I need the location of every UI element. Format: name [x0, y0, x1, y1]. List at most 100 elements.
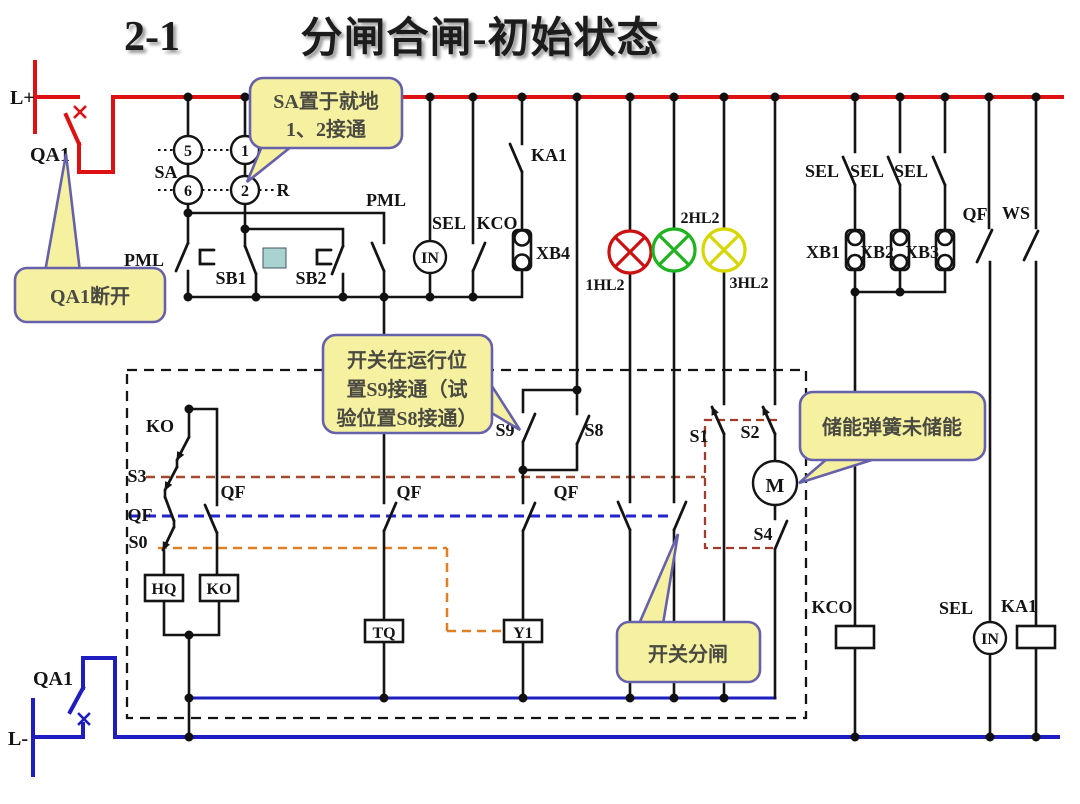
in-top-label: IN — [421, 250, 439, 267]
callout-box — [13, 266, 167, 324]
qa1-bottom-contact-x-icon — [77, 712, 91, 726]
charging-motor — [751, 459, 799, 507]
ka1-top-label: KA1 — [531, 145, 567, 165]
callout-text: SA置于就地 — [273, 89, 379, 113]
callout-open: 开关分闸 — [615, 533, 762, 684]
callout-tail — [43, 153, 82, 274]
sa-contact-5 — [172, 134, 204, 166]
sa-contact-2 — [229, 174, 261, 206]
callout-text: 验位置S8接通） — [336, 406, 477, 430]
ko-coil — [198, 573, 240, 603]
ko-contact-label: KO — [146, 416, 174, 436]
sel1-label: SEL — [805, 161, 839, 181]
qf-chain-contact — [163, 495, 176, 523]
ka1-coil-label: KA1 — [1001, 596, 1037, 616]
s0-label: S0 — [128, 532, 147, 552]
callout-text: 开关在运行位 — [347, 348, 467, 372]
s3-contact — [163, 465, 179, 492]
qf-right-label: QF — [963, 204, 988, 224]
sb1-label: SB1 — [215, 268, 246, 288]
qf-a-label: QF — [221, 482, 246, 502]
sb2-label: SB2 — [295, 268, 326, 288]
qa1-top-blade — [63, 112, 82, 147]
lamp2-label: 2HL2 — [680, 210, 719, 227]
sa-contact-5-label: 5 — [184, 143, 192, 160]
callout-box — [798, 390, 987, 462]
callout-text: 1、2接通 — [286, 118, 366, 141]
negative-bus — [31, 656, 1060, 777]
callout-text: 置S9接通（试 — [346, 378, 467, 401]
s0-linkage-line — [158, 546, 504, 633]
ka1-contact — [508, 142, 524, 174]
l-minus-label: L- — [8, 728, 28, 750]
lamp-x-icon — [707, 233, 741, 267]
highlight-square — [262, 247, 287, 269]
qf-b-label: QF — [397, 482, 422, 502]
qa1-top-contact-x-icon — [73, 105, 87, 119]
tq-coil-label: TQ — [372, 625, 395, 642]
kco-top-label: KCO — [476, 213, 517, 233]
callout-text: 开关分闸 — [648, 642, 728, 666]
page-title: 分闸合闸-初始状态 — [301, 15, 660, 62]
sel-indicator-bottom — [972, 620, 1008, 656]
lamp2-qf-contact — [672, 500, 688, 532]
qa1-top-label: QA1 — [30, 144, 70, 166]
ka1-coil — [1015, 624, 1057, 650]
qa1-bottom-blade — [67, 685, 86, 715]
junction-dots — [183, 92, 1041, 742]
y1-coil-label: Y1 — [513, 625, 533, 642]
ko-contact — [175, 435, 191, 462]
fuses — [511, 228, 956, 272]
sel-indicator-top — [412, 239, 448, 275]
sa-contact-6-label: 6 — [184, 183, 192, 200]
hq-coil-label: HQ — [152, 581, 177, 598]
tq-coil — [363, 618, 405, 644]
pml-left-label: PML — [124, 250, 164, 270]
qa1-bottom-label: QA1 — [33, 668, 73, 690]
xb2-label: XB2 — [860, 242, 894, 262]
ko-coil-label: KO — [207, 581, 232, 598]
qf-right-contact — [975, 228, 994, 264]
lamp-x-icon — [657, 233, 691, 267]
lamp-3hl2 — [701, 227, 747, 273]
qf-b-contact — [382, 501, 398, 533]
component-labels: L+ QA1 L- QA1 SA R PML SB1 SB2 PML SEL K… — [8, 87, 1037, 750]
s9-contact — [521, 412, 537, 444]
callout-tail — [798, 456, 879, 485]
xb4-label: XB4 — [536, 243, 570, 263]
lamp1-qf-contact — [616, 500, 632, 532]
in-bottom-label: IN — [981, 631, 999, 648]
motor-label: M — [766, 475, 785, 497]
s0-contact — [161, 525, 176, 552]
s8-label: S8 — [584, 420, 603, 440]
sa-contact-6 — [172, 174, 204, 206]
s4-label: S4 — [753, 524, 772, 544]
lamp1-label: 1HL2 — [585, 277, 624, 294]
ws-contact — [1022, 229, 1040, 262]
s2-contact — [761, 405, 777, 436]
l-plus-label: L+ — [10, 87, 35, 109]
hq-coil — [143, 573, 185, 603]
pml-right-contact — [370, 241, 386, 273]
callout-sa: SA置于就地 1、2接通 — [245, 76, 404, 184]
sel-bottom-label: SEL — [939, 598, 973, 618]
qf-a-contact — [203, 503, 219, 535]
r-label: R — [277, 180, 291, 200]
breaker-mechanism-dashed-box — [125, 368, 808, 720]
sb2-pushbutton-icon — [315, 248, 333, 266]
sb1-pushbutton-icon — [198, 248, 216, 266]
qf-c-label: QF — [554, 482, 579, 502]
sb2-contact — [330, 244, 345, 276]
coils — [143, 573, 1057, 650]
sa-label: SA — [154, 162, 177, 182]
sel2-label: SEL — [850, 161, 884, 181]
sa-selector-switch: 5 1 6 2 — [158, 134, 274, 206]
xb1-label: XB1 — [806, 242, 840, 262]
pml-left-contact — [174, 241, 190, 273]
slide-number: 2-1 — [124, 14, 180, 60]
callout-box — [321, 333, 494, 435]
sel-top-label: SEL — [432, 213, 466, 233]
contact-blades — [161, 142, 1040, 552]
